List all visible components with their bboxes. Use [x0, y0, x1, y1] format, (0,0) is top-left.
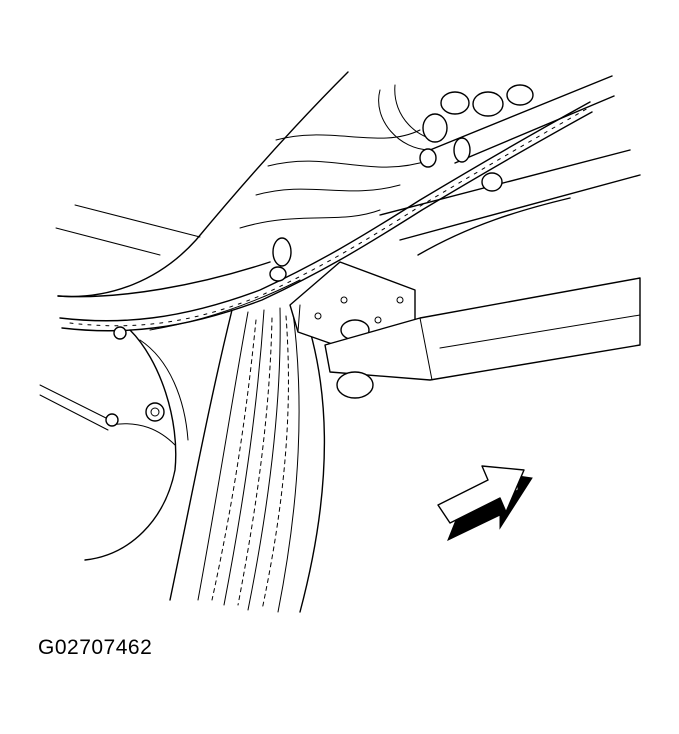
fitting-cluster: [419, 84, 534, 168]
arrow-forward-icon: [437, 465, 533, 542]
brake-cable: [39, 101, 593, 446]
tire: [169, 299, 326, 613]
axle-arm: [324, 277, 641, 399]
fastener: [145, 402, 165, 422]
cable-clip: [105, 137, 503, 427]
wheel-well: [84, 329, 189, 561]
figure-code: G02707462: [38, 636, 153, 659]
underbody-panel: [55, 71, 441, 298]
frame-rail: [379, 75, 641, 256]
